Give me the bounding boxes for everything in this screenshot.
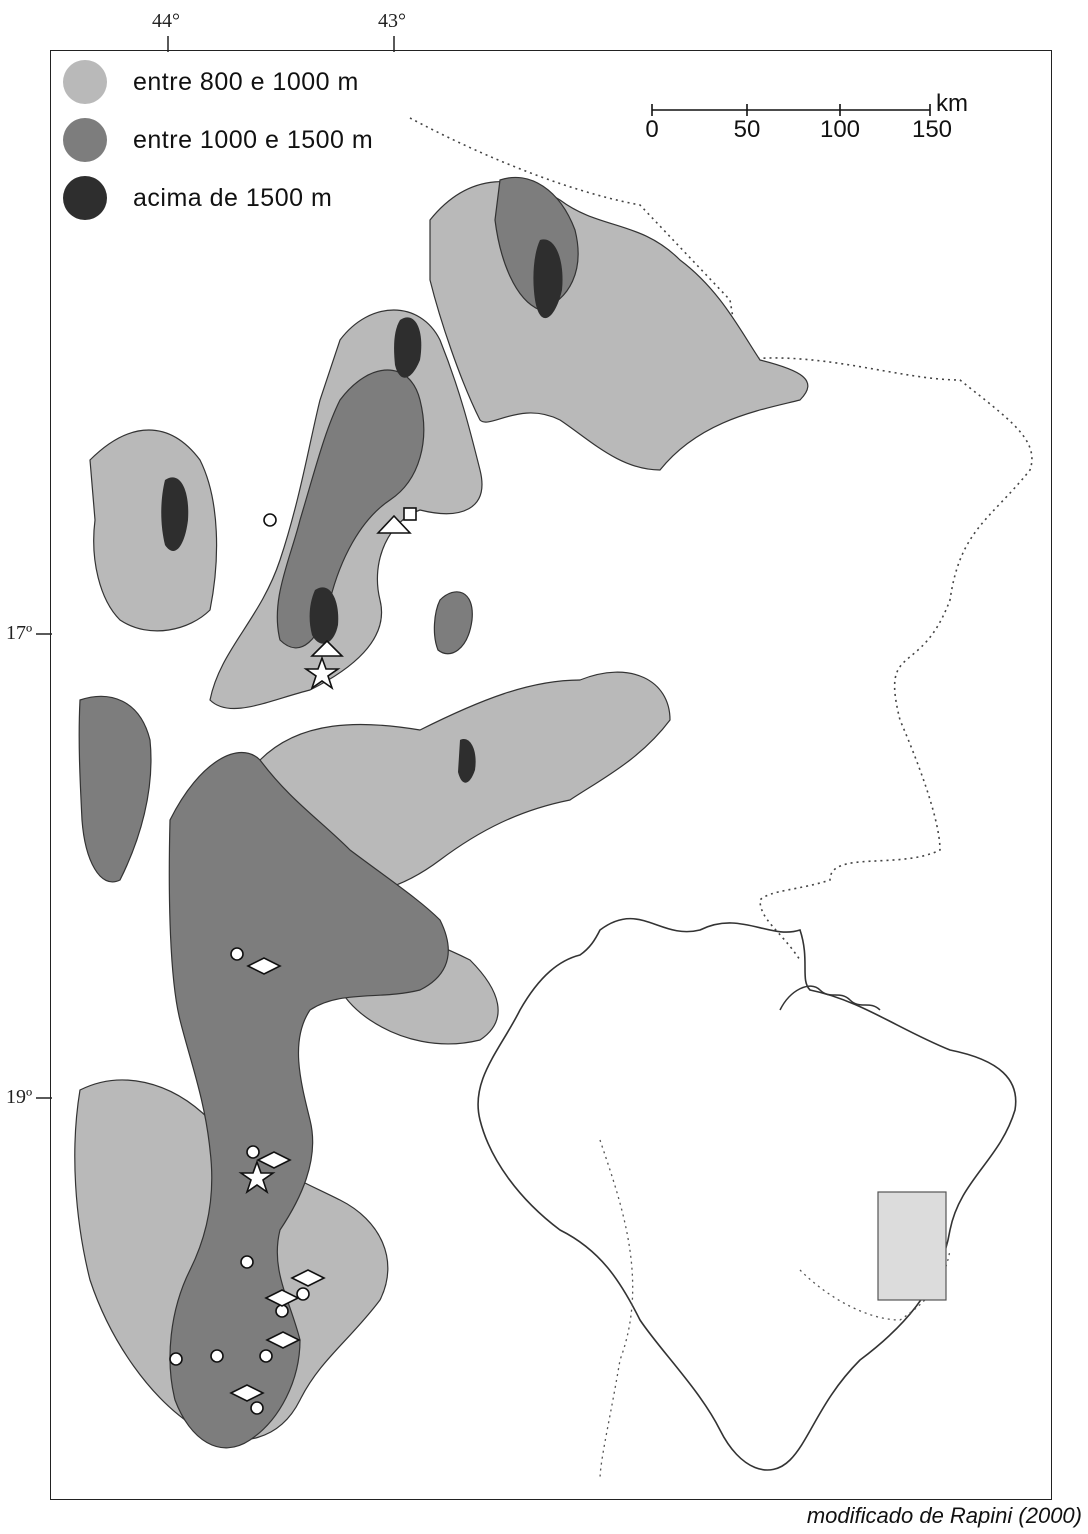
diamond-symbol <box>246 957 282 975</box>
triangle-symbol <box>310 639 344 657</box>
square-symbol <box>403 507 417 521</box>
scale-bar: 0 50 100 150 km <box>640 88 1000 148</box>
scale-tick-label: 0 <box>645 116 659 143</box>
circle-symbol <box>230 947 244 961</box>
triangle-symbol <box>376 514 412 534</box>
legend-label: entre 1000 e 1500 m <box>133 126 374 154</box>
legend-swatch-light <box>63 60 107 104</box>
brazil-internal-border <box>599 1139 634 1481</box>
circle-symbol <box>240 1255 254 1269</box>
circle-symbol <box>250 1401 264 1415</box>
circle-symbol <box>263 513 277 527</box>
diamond-symbol <box>264 1289 300 1307</box>
scale-bar-line <box>651 104 931 116</box>
brazil-outline <box>477 917 1017 1471</box>
diamond-symbol <box>265 1331 301 1349</box>
star-symbol <box>238 1159 276 1195</box>
circle-symbol <box>210 1349 224 1363</box>
circle-symbol <box>169 1352 183 1366</box>
source-credit: modificado de Rapini (2000) <box>806 1503 1082 1528</box>
legend-label: acima de 1500 m <box>133 184 333 212</box>
legend-swatch-dark <box>63 176 107 220</box>
legend-label: entre 800 e 1000 m <box>133 68 359 96</box>
latitude-label-19: 19º <box>6 1086 33 1108</box>
circle-symbol <box>296 1287 310 1301</box>
diamond-symbol <box>290 1269 326 1287</box>
latitude-label-17: 17º <box>6 622 33 644</box>
longitude-label-44: 44° <box>152 10 180 32</box>
elevation-above-1500 <box>161 239 563 783</box>
brazil-internal-border-2 <box>799 1249 951 1321</box>
legend-swatch-mid <box>63 118 107 162</box>
circle-symbol <box>259 1349 273 1363</box>
study-area-inset <box>877 1191 947 1301</box>
graticule-ticks <box>36 36 395 1099</box>
specimen-symbols <box>169 507 417 1415</box>
state-border <box>409 117 1033 961</box>
scale-tick-label: 150 <box>911 116 953 143</box>
scale-tick-label: 100 <box>819 116 861 143</box>
river-squiggle <box>779 985 881 1011</box>
star-symbol <box>303 655 341 691</box>
map-frame <box>50 50 1052 1500</box>
scale-tick-label: 50 <box>733 116 761 143</box>
scale-unit: km <box>936 90 968 117</box>
diamond-symbol <box>256 1151 292 1169</box>
longitude-label-43: 43° <box>378 10 406 32</box>
circle-symbol <box>246 1145 260 1159</box>
diamond-symbol <box>229 1384 265 1402</box>
